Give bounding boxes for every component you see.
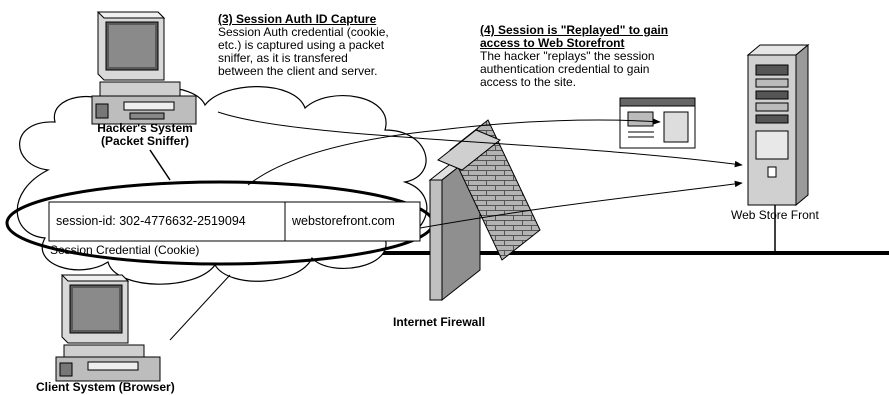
cookie-session-id: session-id: 302-4776632-2519094: [56, 214, 246, 228]
client-label: Client System (Browser): [36, 380, 175, 394]
step3-line-2: etc.) is captured using a packet: [218, 38, 385, 52]
cookie-id-cell: [48, 201, 286, 242]
hacker-label-line-2: (Packet Sniffer): [100, 134, 190, 148]
cookie-domain-cell: [284, 201, 421, 242]
step4-line-1: The hacker "replays" the session: [480, 49, 655, 63]
server-tower-icon: [746, 43, 810, 207]
step4-line-2: authentication credential to gain: [480, 62, 650, 76]
server-label: Web Store Front: [731, 208, 819, 222]
client-link-line: [169, 274, 231, 341]
step3-line-3: sniffer, as it is transfered: [218, 51, 348, 65]
cookie-caption: Session Credential (Cookie): [50, 243, 200, 257]
sniffer-line: [149, 149, 171, 181]
replay-arrow-2: [419, 180, 743, 229]
webpage-icon: [619, 97, 696, 149]
step3-line-1: Session Auth credential (cookie,: [218, 25, 389, 39]
firewall-brick-wall-icon: [428, 119, 541, 302]
step3-title: (3) Session Auth ID Capture: [218, 12, 377, 26]
firewall-label: Internet Firewall: [393, 315, 486, 329]
hacker-computer-icon: [91, 11, 197, 125]
step3-line-4: between the client and server.: [218, 64, 378, 78]
session-arrow-left: [247, 118, 661, 186]
step4-title-line-1: (4) Session is "Replayed" to gain: [480, 23, 669, 37]
replay-arrow-1: [217, 111, 743, 168]
client-computer-icon: [55, 274, 161, 382]
hacker-label-line-1: Hacker's System: [97, 121, 193, 135]
step4-title-line-2: access to Web Storefront: [480, 36, 625, 50]
step4-line-3: access to the site.: [480, 75, 577, 89]
cookie-domain: webstorefront.com: [292, 214, 395, 228]
